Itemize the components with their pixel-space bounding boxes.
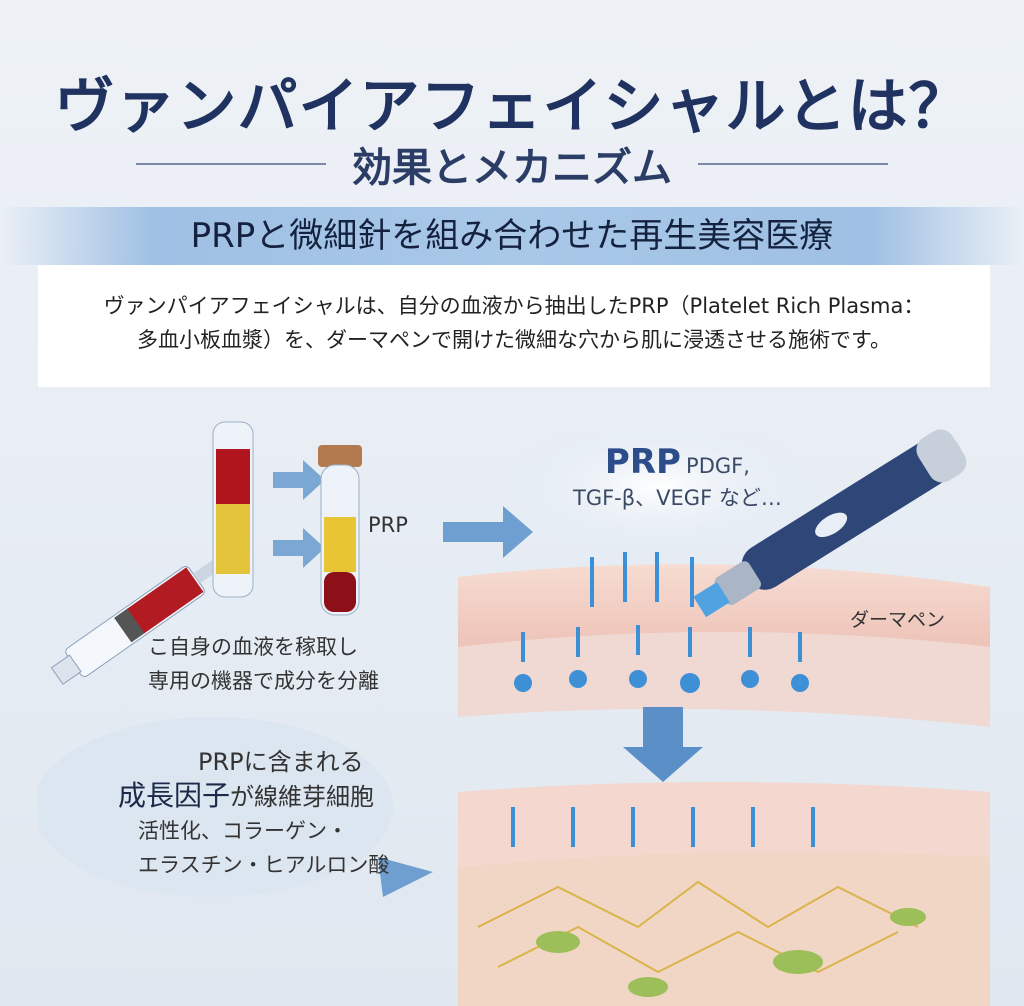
arrow-icon: [378, 857, 433, 897]
divider-left: [136, 163, 326, 165]
step1-text: こ自身の血液を稼取し 専用の機器で成分を分離: [148, 630, 379, 698]
intro-line-2: 多血小板血漿）を、ダーマペンで開けた微細な穴から肌に浸透させる施術です。: [137, 328, 891, 352]
illustration: PRP こ自身の血液を稼取し 専用の機器で成分を分離 PRP PDGF, TGF…: [38, 387, 990, 1006]
page-title: ヴァンパイアフェイシャルとは？: [54, 72, 970, 142]
dermapen-icon: [693, 429, 967, 618]
headline-band: PRPと微細針を組み合わせた再生美容医療: [0, 207, 1024, 265]
step3-line-1: PRPに含まれる: [198, 748, 364, 776]
arrow-icon: [273, 460, 325, 500]
cells: [536, 908, 926, 997]
prp-droplets: [514, 552, 809, 693]
step3-line-3: 活性化、コラーゲン・: [138, 819, 348, 843]
divider-right: [698, 163, 888, 165]
growth-factor-cloud: PRP PDGF, TGF-β、VEGF など…: [573, 442, 782, 512]
intro-line-1: ヴァンパイアフェイシャルは、自分の血液から抽出したPRP（Platelet Ri…: [103, 294, 925, 318]
growth-factor-emphasis: 成長因子: [118, 779, 231, 812]
syringe-icon: [50, 559, 220, 685]
step1-line-1: こ自身の血液を稼取し: [148, 635, 358, 659]
subtitle: 効果とメカニズム: [352, 145, 672, 191]
skin-layer-lower: [458, 782, 990, 1006]
illustration-graphics: [38, 417, 990, 1006]
dermapen-label: ダーマペン: [850, 609, 946, 631]
step3-line-2: 成長因子が線維芽細胞: [118, 779, 389, 814]
explanation-bubble: [38, 717, 393, 897]
intro-text: ヴァンパイアフェイシャルは、自分の血液から抽出したPRP（Platelet Ri…: [38, 265, 990, 387]
cloud-prp: PRP: [604, 442, 681, 482]
step1-line-2: 専用の機器で成分を分離: [148, 669, 379, 693]
test-tube-prp-icon: [318, 445, 362, 616]
cloud-factors-1: PDGF,: [686, 454, 750, 478]
arrow-icon: [273, 528, 325, 568]
subtitle-row: 効果とメカニズム: [0, 135, 1024, 193]
arrow-icon: [443, 506, 533, 558]
test-tube-whole-blood-icon: [212, 421, 254, 598]
step3-text: PRPに含まれる 成長因子が線維芽細胞 活性化、コラーゲン・ エラスチン・ヒアル…: [118, 745, 389, 882]
prp-droplets-lower: [511, 807, 815, 847]
step3-line-4: エラスチン・ヒアルロン酸: [138, 853, 390, 877]
down-arrow-icon: [623, 707, 703, 782]
cloud-factors-2: TGF-β、VEGF など…: [573, 486, 782, 510]
step3-line-2-rest: が線維芽細胞: [230, 783, 375, 811]
prp-tube-label: PRP: [368, 513, 408, 537]
